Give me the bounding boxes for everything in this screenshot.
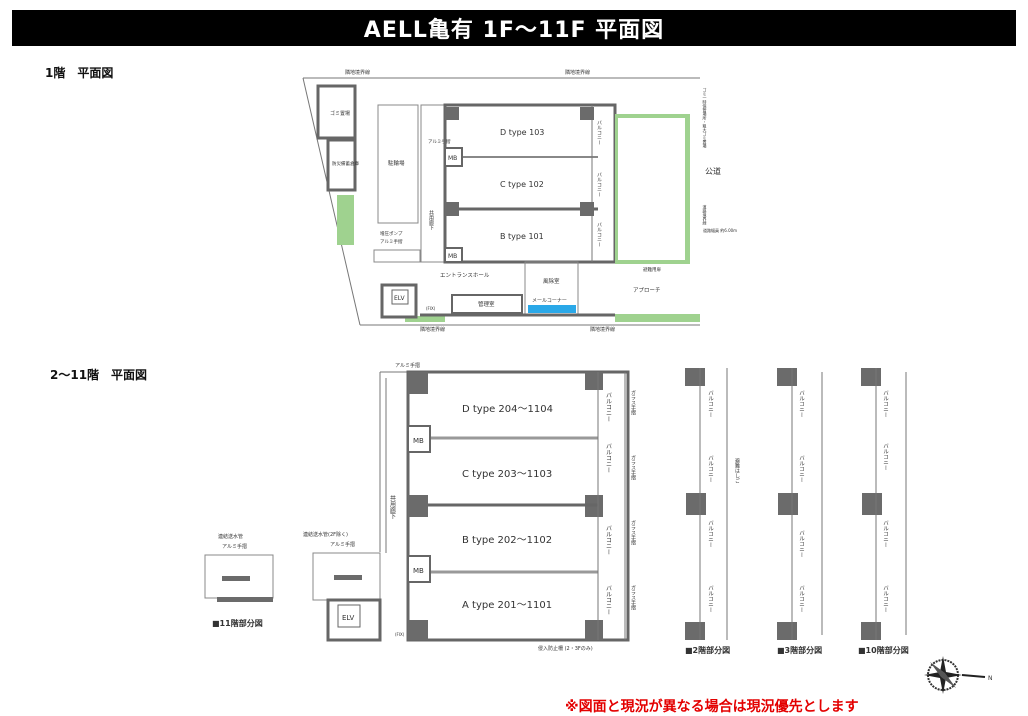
floor11-partial-plan: 連結送水管 アルミ手摺 <box>204 533 274 602</box>
corridor-label: 共用廊下 <box>428 209 434 231</box>
handrail-label: アルミ手摺 <box>380 238 403 245</box>
compass-icon: N <box>924 656 993 694</box>
boundary-label: 隣地境界線 <box>345 69 370 76</box>
mb-label: MB <box>413 567 424 575</box>
balcony-label: バルコニー <box>882 520 889 548</box>
handrail-label: アルミ手摺 <box>395 362 420 369</box>
road-width-label: 道路幅員 約6.00m <box>703 227 737 233</box>
floor10-partial-plan: バルコニー バルコニー バルコニー バルコニー <box>861 368 907 640</box>
garbage-temp-label: ゴミ一時保管場所・粗大ゴミ置場 <box>703 87 708 149</box>
balcony-label: バルコニー <box>798 530 805 558</box>
elv-label: ELV <box>342 614 355 622</box>
glass-rail-label: ガラス手摺 <box>630 519 636 546</box>
boundary-label: 隣地境界線 <box>420 326 445 333</box>
floor2-partial-caption: ■2階部分図 <box>685 645 730 655</box>
floor3-partial-caption: ■3階部分図 <box>777 645 822 655</box>
balcony-label: バルコニー <box>798 390 805 418</box>
glass-rail-label: ガラス手摺 <box>630 389 636 416</box>
balcony-label: バルコニー <box>707 585 714 613</box>
balcony-label: バルコニー <box>798 585 805 613</box>
fire-door-label: 避難用扉 <box>643 266 661 273</box>
balcony-label: バルコニー <box>596 120 602 145</box>
balcony-label: バルコニー <box>605 392 612 422</box>
office-label: 管理室 <box>478 300 495 308</box>
escape-ladder-label: 避難はしご <box>734 457 740 483</box>
garbage-room-label: ゴミ置場 <box>330 110 350 117</box>
floor3-partial-plan: バルコニー バルコニー バルコニー バルコニー <box>777 368 823 640</box>
elv-label: ELV <box>394 295 405 302</box>
entrance-label: エントランスホール <box>440 272 490 279</box>
corridor-label: 共用廊下 <box>389 494 396 520</box>
balcony-label: バルコニー <box>605 585 612 615</box>
pump-label: 増圧ポンプ <box>380 230 403 237</box>
bicycle-parking-label: 駐輪場 <box>388 159 405 167</box>
mb-label: MB <box>448 253 457 260</box>
boundary-label: 隣地境界線 <box>565 69 590 76</box>
road-boundary-label: 道路境界線 <box>703 204 708 225</box>
public-road-label: 公道 <box>705 166 721 176</box>
floor10-partial-caption: ■10階部分図 <box>858 645 909 655</box>
unit-d103: D type 103 <box>500 128 544 137</box>
fix-label: (FIX) <box>395 632 405 637</box>
glass-rail-label: ガラス手摺 <box>630 584 636 611</box>
balcony-label: バルコニー <box>882 390 889 418</box>
unit-a-type: A type 201～1101 <box>462 600 552 611</box>
balcony-label: バルコニー <box>596 222 602 247</box>
balcony-label: バルコニー <box>798 455 805 483</box>
floor1-plan: 隣地境界線 隣地境界線 隣地境界線 隣地境界線 ゴミ置場 防災備蓄倉庫 駐輪場 … <box>302 69 737 333</box>
mb-label: MB <box>413 437 424 445</box>
balcony-label: バルコニー <box>882 585 889 613</box>
fix-label: (FIX) <box>426 306 436 311</box>
storage-label: 防災備蓄倉庫 <box>332 160 359 167</box>
handrail-label: アルミ手摺 <box>330 541 355 548</box>
unit-b101: B type 101 <box>500 232 544 241</box>
page-title: AELL亀有 1F～11F 平面図 <box>12 10 1016 46</box>
unit-b-type: B type 202～1102 <box>462 535 552 546</box>
north-label: N <box>988 675 993 682</box>
balcony-label: バルコニー <box>707 520 714 548</box>
mail-corner-label: メールコーナー <box>532 298 567 304</box>
floor2-11-plan: アルミ手摺 MB MB 共用廊下 D type 204～1104 C type … <box>303 362 636 652</box>
security-grille-label: 侵入防止柵 (2・3Fのみ) <box>538 645 593 652</box>
balcony-label: バルコニー <box>882 443 889 471</box>
floor1-heading: 1階 平面図 <box>45 66 114 80</box>
mb-label: MB <box>448 155 457 162</box>
floor11-partial-caption: ■11階部分図 <box>212 618 263 628</box>
approach-label: アプローチ <box>633 287 661 294</box>
disclaimer-note: ※図面と現況が異なる場合は現況優先とします <box>565 699 859 715</box>
boundary-label: 隣地境界線 <box>590 326 615 333</box>
glass-rail-label: ガラス手摺 <box>630 454 636 481</box>
unit-c102: C type 102 <box>500 180 544 189</box>
handrail-label: アルミ手摺 <box>428 138 451 145</box>
handrail-label: アルミ手摺 <box>222 543 247 550</box>
balcony-label: バルコニー <box>605 443 612 473</box>
floor2-partial-plan: バルコニー バルコニー バルコニー バルコニー 避難はしご <box>685 368 740 640</box>
balcony-label: バルコニー <box>707 455 714 483</box>
balcony-label: バルコニー <box>707 390 714 418</box>
balcony-label: バルコニー <box>596 172 602 197</box>
unit-c-type: C type 203～1103 <box>462 469 552 480</box>
floor2-11-heading: 2～11階 平面図 <box>50 368 148 382</box>
balcony-label: バルコニー <box>605 525 612 555</box>
standpipe-label: 連結送水管(2F除く) <box>303 531 348 538</box>
standpipe-label: 連結送水管 <box>218 533 243 540</box>
unit-d-type: D type 204～1104 <box>462 404 553 415</box>
windbreak-label: 風除室 <box>543 277 560 285</box>
